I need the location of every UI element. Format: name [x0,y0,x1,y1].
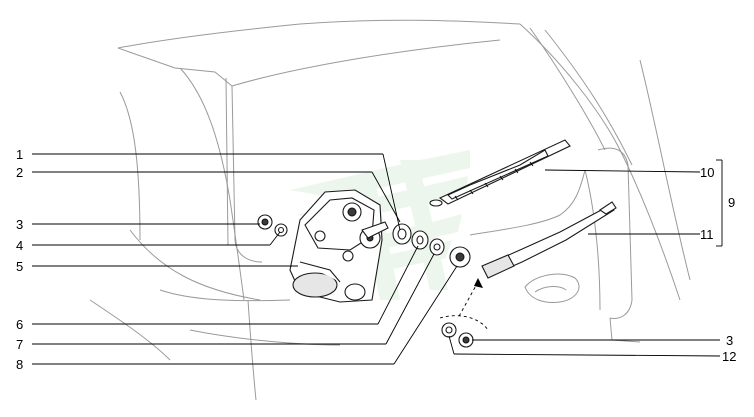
callout-4: 4 [16,238,23,253]
callout-9: 9 [728,195,735,210]
vehicle-body-outline [89,19,691,401]
wiper-blade [429,139,571,207]
callout-6: 6 [16,317,23,332]
callout-3-left: 3 [16,217,23,232]
wiper-arm [481,201,617,279]
callout-10: 10 [700,165,714,180]
callout-1: 1 [16,147,23,162]
arm-fasteners [441,322,474,348]
callout-2: 2 [16,165,23,180]
callout-7: 7 [16,337,23,352]
motor-fasteners [257,214,471,268]
callout-labels: 1 2 3 4 5 6 7 8 10 9 11 3 12 [16,147,736,372]
assembly-arrow [439,278,489,331]
callout-3-right: 3 [726,333,733,348]
callout-5: 5 [16,259,23,274]
callout-8: 8 [16,357,23,372]
callout-11: 11 [700,227,714,242]
leader-lines [32,153,723,365]
wiper-motor [289,189,389,303]
callout-12: 12 [722,349,736,364]
